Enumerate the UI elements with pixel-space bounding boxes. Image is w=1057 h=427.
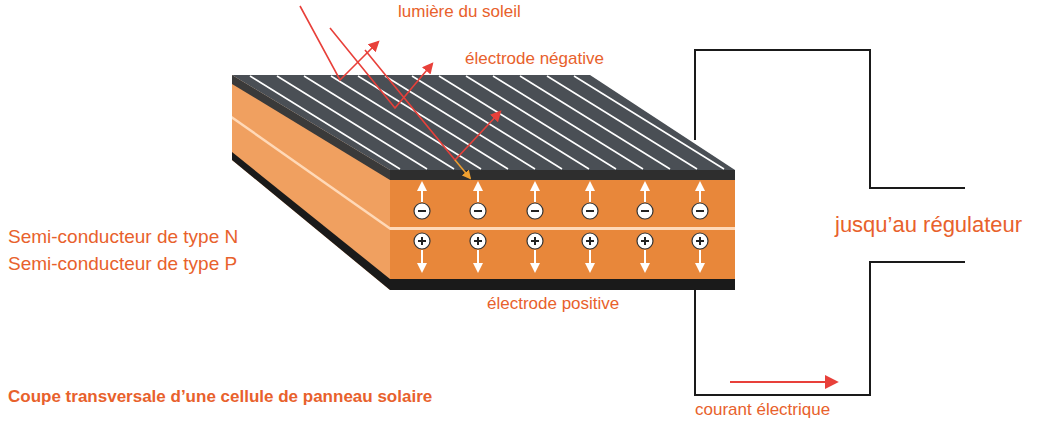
minus-sign	[641, 210, 649, 212]
minus-sign	[418, 210, 426, 212]
electron-symbol	[414, 203, 430, 219]
charge-arrow	[534, 186, 536, 202]
electron-symbol	[527, 203, 543, 219]
plus-sign	[644, 237, 646, 245]
charge-arrow	[699, 186, 701, 202]
cell-front-face	[390, 170, 735, 290]
layer-label: Semi-conducteur de type N	[8, 226, 238, 248]
destination-label: jusqu’au régulateur	[835, 212, 1022, 237]
plus-sign	[534, 237, 536, 245]
plus-sign	[699, 237, 701, 245]
charge-symbols	[414, 186, 708, 268]
charge-arrow	[644, 250, 646, 268]
charge-arrow	[644, 186, 646, 202]
plus-sign	[477, 237, 479, 245]
hole-symbol	[582, 233, 598, 249]
hole-symbol	[527, 233, 543, 249]
hole-symbol	[414, 233, 430, 249]
caption: Coupe transversale d’une cellule de pann…	[8, 387, 432, 407]
charge-arrow	[699, 250, 701, 268]
electrode-label: électrode positive	[487, 294, 619, 314]
minus-sign	[586, 210, 594, 212]
electrode-stripe	[547, 76, 697, 169]
hole-symbol	[692, 233, 708, 249]
electron-symbol	[582, 203, 598, 219]
current-label: courant électrique	[695, 400, 830, 420]
sun-ray	[300, 6, 500, 160]
charge-arrow	[421, 250, 423, 268]
charge-arrow	[589, 186, 591, 202]
charge-arrow	[589, 250, 591, 268]
plus-sign	[589, 237, 591, 245]
current-arrow	[730, 381, 836, 383]
charge-arrow	[477, 250, 479, 268]
minus-sign	[531, 210, 539, 212]
electron-symbol	[470, 203, 486, 219]
minus-sign	[696, 210, 704, 212]
electrode-label: électrode négative	[465, 49, 604, 69]
plus-sign	[421, 237, 423, 245]
electron-symbol	[692, 203, 708, 219]
cell-top-electrode	[232, 75, 735, 170]
minus-sign	[474, 210, 482, 212]
hole-symbol	[637, 233, 653, 249]
charge-arrow	[421, 186, 423, 202]
light-absorbed	[455, 160, 470, 178]
charge-arrow	[477, 186, 479, 202]
charge-arrow	[534, 250, 536, 268]
electron-symbol	[637, 203, 653, 219]
electrode-stripe	[574, 76, 724, 169]
layer-label: Semi-conducteur de type P	[8, 253, 237, 275]
light-label: lumière du soleil	[398, 2, 521, 22]
hole-symbol	[470, 233, 486, 249]
